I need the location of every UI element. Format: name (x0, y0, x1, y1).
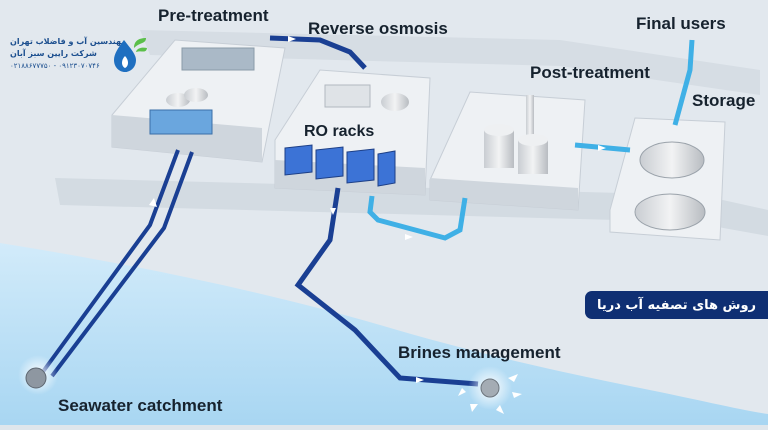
label-brines-management: Brines management (398, 343, 561, 362)
pipe-storage-to-users (672, 39, 695, 126)
company-logo: مهندسین آب و فاضلاب تهران شرکت رایین سبز… (10, 30, 150, 78)
label-storage: Storage (692, 91, 756, 110)
water-drop-logo-icon (114, 38, 147, 72)
pipe-ro-to-posttreatment (367, 195, 468, 241)
road-strip (55, 178, 768, 236)
logo-line1: مهندسین آب و فاضلاب تهران (10, 37, 127, 46)
ro-racks (284, 144, 396, 187)
brine-diffuser (458, 366, 522, 414)
label-ro-racks: RO racks (304, 123, 375, 140)
logo-line2: شرکت رایین سبز آبان (10, 49, 97, 58)
flow-arrows (149, 36, 606, 383)
title-badge: روش های تصفیه آب دریا (585, 291, 768, 319)
road-strip (140, 30, 760, 95)
storage-building (609, 117, 726, 241)
seawater-outlet (18, 355, 58, 395)
label-reverse-osmosis: Reverse osmosis (308, 19, 448, 38)
label-post-treatment: Post-treatment (530, 63, 650, 82)
label-seawater-catchment: Seawater catchment (58, 396, 223, 415)
label-final-users: Final users (636, 14, 726, 33)
post-treatment-building (429, 91, 586, 211)
pretreatment-building (111, 39, 286, 163)
sea-area (0, 243, 768, 425)
logo-line3: ۰۹۱۲۳۰۷۰۷۴۶ - ۰۲۱۸۸۶۷۷۷۵۰ (10, 62, 100, 70)
brine-pipe (294, 187, 479, 387)
intake-pipes (40, 149, 194, 378)
label-pretreatment: Pre-treatment (158, 6, 269, 25)
logo-text: مهندسین آب و فاضلاب تهران شرکت رایین سبز… (10, 36, 126, 72)
